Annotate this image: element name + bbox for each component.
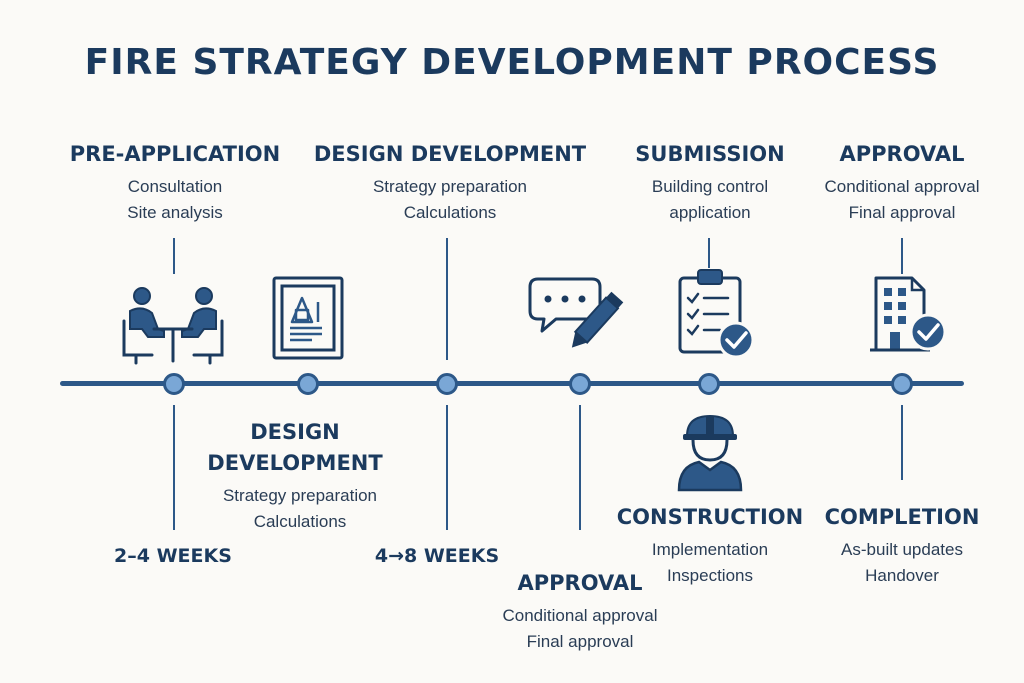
stage-detail: Implementation bbox=[651, 540, 769, 559]
stage-detail: Inspections bbox=[667, 566, 753, 585]
connector-line bbox=[446, 405, 448, 530]
timeline-node bbox=[698, 373, 720, 395]
connector-line bbox=[173, 238, 175, 274]
duration-label: 2–4 WEEKS bbox=[114, 545, 232, 567]
stage-detail: Final approval bbox=[526, 632, 634, 651]
stage-detail: Conditional approval bbox=[502, 606, 658, 625]
chat-pencil-icon bbox=[528, 277, 624, 348]
timeline-node bbox=[297, 373, 319, 395]
stage-detail: Site analysis bbox=[127, 203, 223, 222]
page-title: FIRE STRATEGY DEVELOPMENT PROCESS bbox=[84, 42, 940, 83]
connector-line bbox=[579, 405, 581, 530]
connector-line bbox=[708, 238, 710, 268]
stage-detail: application bbox=[669, 203, 751, 222]
stage-detail: Calculations bbox=[403, 203, 497, 222]
worker-icon bbox=[677, 414, 743, 492]
stage-title-approval-bottom: APPROVAL bbox=[517, 571, 643, 595]
timeline-node bbox=[891, 373, 913, 395]
stage-detail: As-built updates bbox=[841, 540, 963, 559]
stage-title-completion: COMPLETION bbox=[824, 505, 980, 529]
clipboard-check-icon bbox=[678, 269, 755, 359]
stage-detail: Calculations bbox=[253, 512, 347, 531]
stage-title-design-development: DESIGN DEVELOPMENT bbox=[313, 142, 587, 166]
stage-title-development: DEVELOPMENT bbox=[207, 451, 383, 475]
stage-title-submission: SUBMISSION bbox=[635, 142, 785, 166]
connector-line bbox=[446, 238, 448, 360]
connector-line bbox=[901, 238, 903, 274]
stage-detail: Strategy preparation bbox=[372, 177, 528, 196]
timeline-node bbox=[436, 373, 458, 395]
stage-title-pre-application: PRE-APPLICATION bbox=[69, 142, 281, 166]
timeline-node bbox=[569, 373, 591, 395]
stage-detail: Handover bbox=[865, 566, 939, 585]
stage-detail: Consultation bbox=[127, 177, 223, 196]
meeting-icon bbox=[122, 287, 224, 365]
duration-label: 4→8 WEEKS bbox=[374, 545, 500, 567]
building-check-icon bbox=[870, 276, 947, 352]
stage-title-approval: APPROVAL bbox=[839, 142, 965, 166]
stage-detail: Final approval bbox=[848, 203, 956, 222]
timeline-node bbox=[163, 373, 185, 395]
stage-title-construction: CONSTRUCTION bbox=[616, 505, 804, 529]
stage-detail: Strategy preparation bbox=[222, 486, 378, 505]
stage-detail: Conditional approval bbox=[824, 177, 980, 196]
stage-title-design: DESIGN bbox=[250, 420, 340, 444]
timeline-axis bbox=[60, 381, 964, 386]
connector-line bbox=[901, 405, 903, 480]
blueprint-icon bbox=[272, 276, 344, 360]
connector-line bbox=[173, 405, 175, 530]
stage-detail: Building control bbox=[651, 177, 769, 196]
